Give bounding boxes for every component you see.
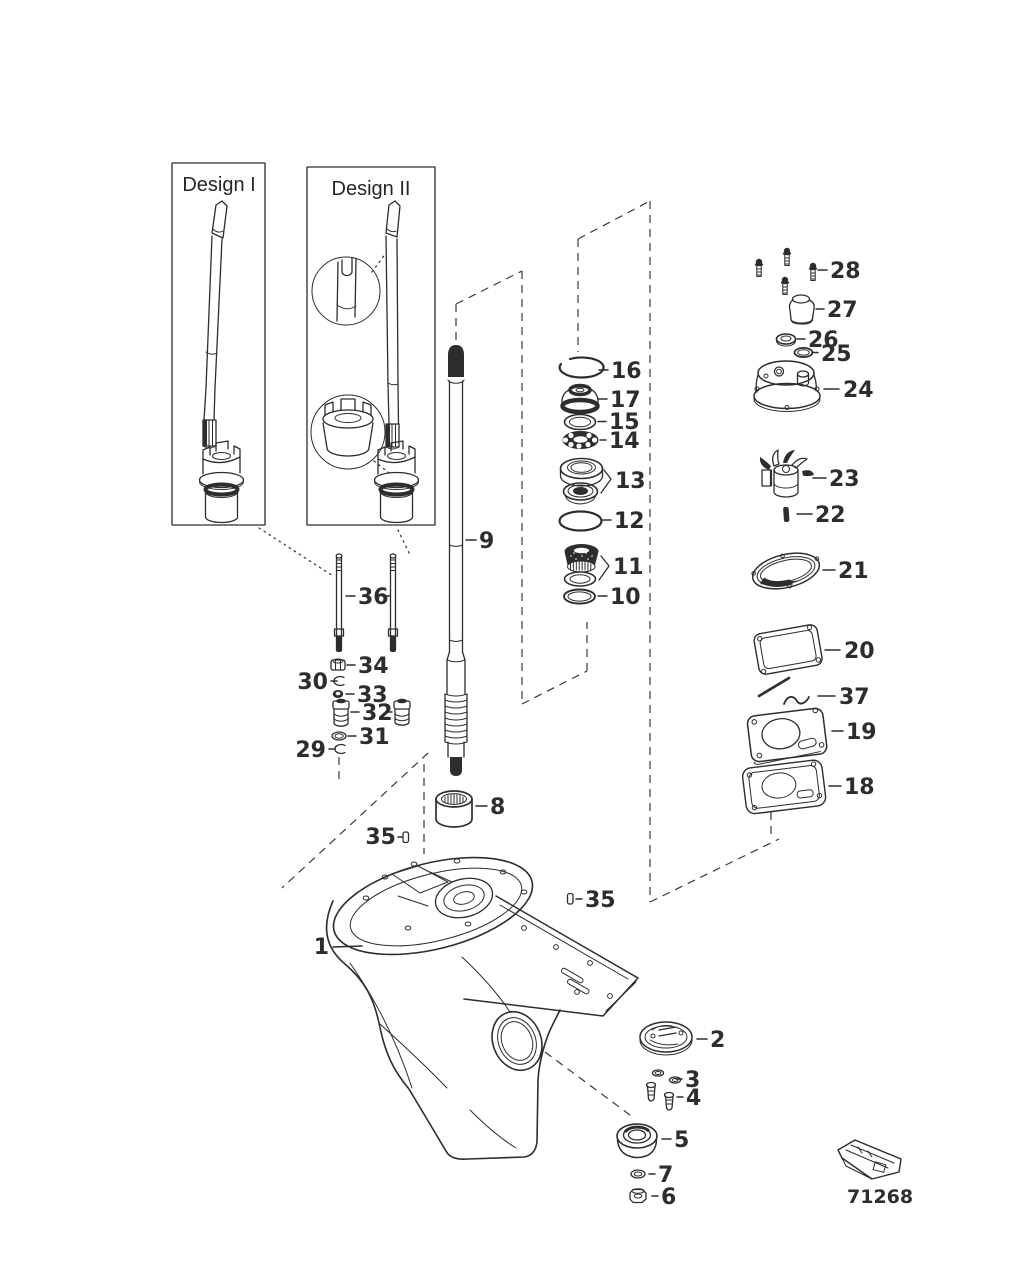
o-ring-15 [563,413,597,431]
nut-6 [629,1188,647,1204]
callout-8: 8 [490,795,505,820]
design2-coupler [373,440,420,524]
callout-25: 25 [821,342,852,367]
dowel-pins-35 [402,831,574,905]
callout-33: 33 [357,683,388,708]
design2-coupler-detail-circle [310,394,390,474]
ball-bearing-14 [562,431,599,449]
gearcase-housing [325,856,639,1160]
pin-35-right [566,892,574,905]
ring-29 [334,743,346,755]
face-plate-19 [746,707,828,765]
callout-6: 6 [661,1185,676,1210]
callout-9: 9 [479,529,494,554]
design2-driveshaft [385,200,401,450]
o-ring-31 [331,731,347,741]
oil-seal-17 [560,383,600,415]
callout-12: 12 [614,509,645,534]
grommet-26 [775,333,797,347]
callout-31: 31 [359,725,390,750]
cup-27 [788,294,815,325]
washers-3 [651,1069,682,1084]
callout-7: 7 [658,1163,673,1188]
o-ring-10 [563,588,596,605]
bearing-cone-13 [562,482,599,505]
callout-4: 4 [686,1086,701,1111]
callout-16: 16 [611,359,642,384]
callout-3: 3 [685,1068,700,1093]
leader-lines [258,200,780,1119]
callout-10: 10 [610,585,641,610]
callout-13: 13 [615,469,646,494]
roller-bearing-11 [564,544,599,573]
callout-14: 14 [609,429,640,454]
callout-5: 5 [674,1128,689,1153]
driveshaft-9 [444,345,468,776]
callout-11: 11 [613,555,644,580]
design1-label: Design I [182,174,255,196]
callout-34: 34 [358,654,389,679]
design2-shaft-detail-circle [311,252,387,326]
callout-21: 21 [838,559,869,584]
design2-panel: Design II [306,166,436,526]
water-pump-stack [741,247,828,815]
drawing-number: 71268 [847,1186,913,1208]
washer-7 [630,1169,646,1179]
orientation-thumbnail [837,1139,902,1180]
design2-box [306,166,436,526]
seal-32-right [393,698,411,726]
callout-36: 36 [358,585,389,610]
gasket-18 [741,759,827,815]
callout-22: 22 [815,503,846,528]
design2-label: Design II [332,178,411,200]
design1-box [171,162,266,526]
bearing-cup-13 [559,457,604,487]
callout-35-left: 35 [365,825,396,850]
design1-panel: Design I [171,162,266,526]
callout-19: 19 [846,720,877,745]
callout-20: 20 [844,639,875,664]
insert-cup-21 [751,552,821,590]
callout-32: 32 [362,701,393,726]
callout-2: 2 [710,1028,725,1053]
design1-coupler [198,440,245,524]
seal-stack [558,356,605,605]
screws-28 [754,247,818,295]
pin-35-left [402,831,410,844]
callout-37: 37 [839,685,870,710]
callout-15: 15 [609,410,640,435]
callout-28: 28 [830,259,861,284]
o-ring-12 [558,510,603,532]
impeller-key-22 [783,506,790,523]
screws-4 [645,1081,675,1111]
anode-5 [616,1123,658,1159]
callout-17: 17 [610,388,641,413]
needle-bearing-8 [435,790,473,828]
design1-driveshaft [202,200,228,449]
nut-34 [330,658,346,671]
bushing-33 [332,690,344,698]
anode-plate-2 [639,1021,693,1056]
callouts: 1 2 3 4 5 7 6 8 9 10 11 12 13 14 15 16 1 [295,259,876,1210]
bearing-race-11 [563,571,597,587]
callout-27: 27 [827,298,858,323]
gasket-20 [753,624,823,675]
callout-18: 18 [844,775,875,800]
pin-and-wire-37 [757,676,810,705]
retaining-ring-16 [558,356,605,379]
callout-23: 23 [829,467,860,492]
callout-1: 1 [314,935,329,960]
stud-pair-36 [333,553,399,652]
callout-29: 29 [295,738,326,763]
callout-26: 26 [808,328,839,353]
pump-housing-24 [753,360,821,412]
callout-30: 30 [297,670,328,695]
left-hardware [330,658,411,755]
impeller-23 [759,449,814,498]
anode-hardware-group [616,1021,693,1204]
callout-35-right: 35 [585,888,616,913]
seal-32-left [332,698,350,727]
callout-24: 24 [843,378,874,403]
